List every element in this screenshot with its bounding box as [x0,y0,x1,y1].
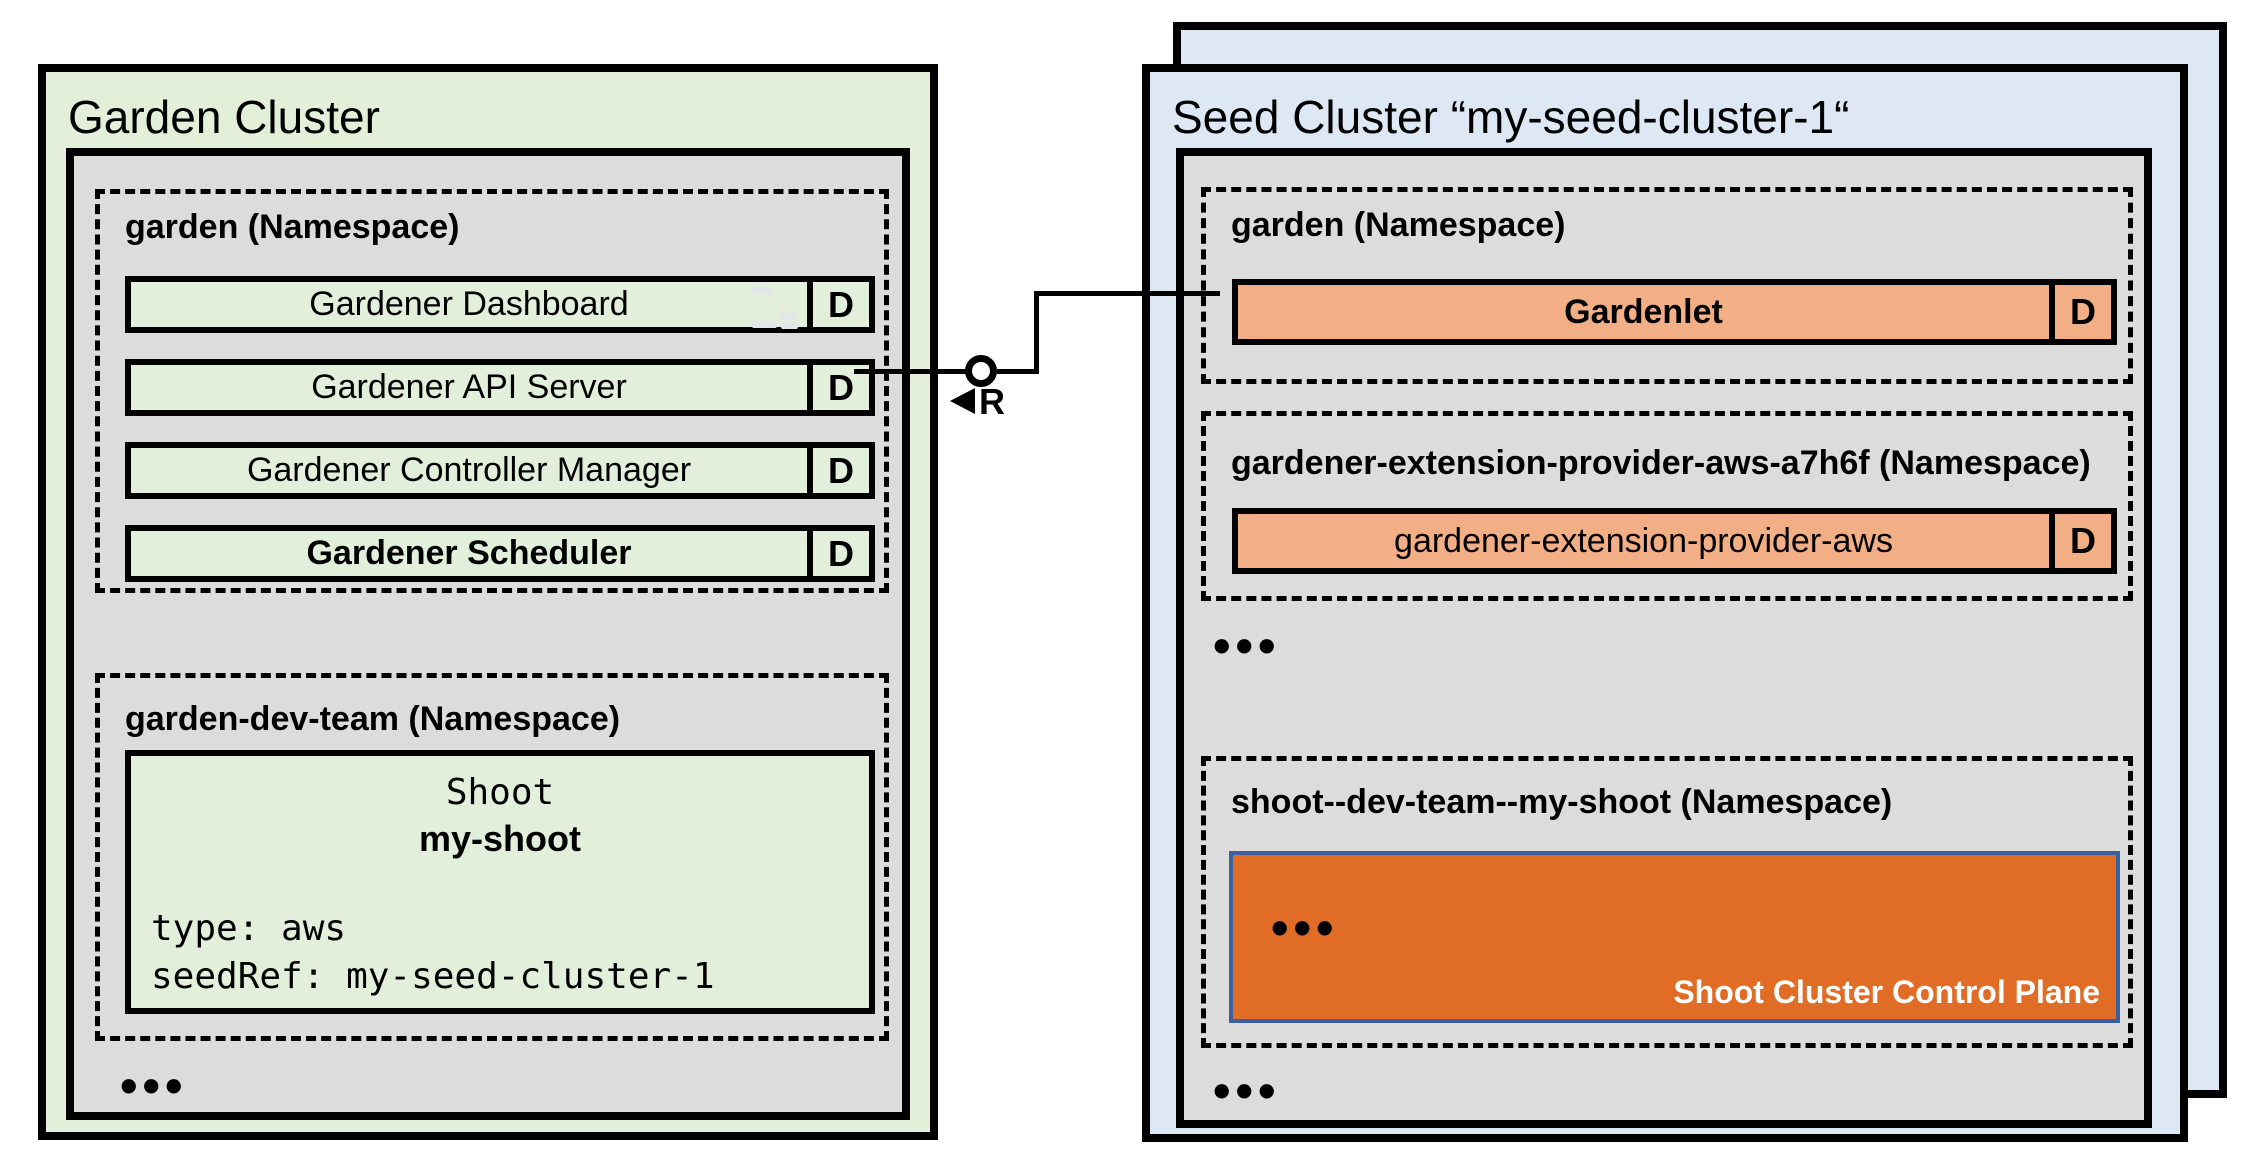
garden-dev-team-namespace-label: garden-dev-team (Namespace) [125,700,621,738]
extension-namespace-box: gardener-extension-provider-aws-a7h6f (N… [1201,411,2133,601]
more-namespaces-ellipsis: ••• [120,1058,188,1114]
shoot-spec-type: type: aws [151,908,347,949]
garden-cluster-panel: garden (Namespace) Gardener Dashboard D … [66,148,910,1120]
shoot-cluster-control-plane-box: ••• Shoot Cluster Control Plane [1229,851,2120,1023]
garden-dev-team-namespace-box: garden-dev-team (Namespace) Shoot my-sho… [95,673,889,1041]
deployment-badge: D [2049,285,2111,339]
garden-namespace-box: garden (Namespace) Gardener Dashboard D … [95,189,889,593]
shoot-spec-seedref: seedRef: my-seed-cluster-1 [151,956,715,997]
component-row-gardener-api-server: Gardener API Server D [125,359,875,416]
component-row-gardener-extension-provider-aws: gardener-extension-provider-aws D [1232,508,2117,574]
shoot-kind: Shoot [445,772,555,813]
component-row-gardener-scheduler: Gardener Scheduler D [125,525,875,582]
seed-garden-namespace-box: garden (Namespace) Gardenlet D [1201,187,2133,384]
shoot-resource-box: Shoot my-shoot type: aws seedRef: my-see… [125,750,875,1014]
component-label: Gardener API Server [311,368,627,406]
component-label: Gardener Controller Manager [246,451,692,489]
shoot-namespace-label: shoot--dev-team--my-shoot (Namespace) [1231,783,1893,821]
deployment-badge: D [807,448,869,493]
shoot-name: my-shoot [419,818,581,859]
extension-namespace-label: gardener-extension-provider-aws-a7h6f (N… [1231,444,2091,482]
render-artifact-dash [751,287,771,294]
watch-direction-arrow-icon [950,388,975,414]
seed-cluster-title: Seed Cluster “my-seed-cluster-1“ [1172,91,1850,143]
seed-garden-namespace-label: garden (Namespace) [1231,206,1566,244]
component-label: Gardener Scheduler [306,534,632,572]
control-plane-label: Shoot Cluster Control Plane [1673,974,2100,1010]
component-row-gardener-dashboard: Gardener Dashboard D [125,276,875,333]
garden-cluster-title: Garden Cluster [68,91,380,143]
connector-line-segment [1034,291,1220,296]
component-label: Gardener Dashboard [309,285,629,323]
connector-line-segment [997,369,1039,374]
deployment-badge: D [807,531,869,576]
render-artifact-dash [779,313,796,320]
connector-line-segment [854,369,968,374]
shoot-namespace-box: shoot--dev-team--my-shoot (Namespace) ••… [1201,756,2133,1048]
connector-line-segment [1034,291,1039,374]
component-row-gardener-controller-manager: Gardener Controller Manager D [125,442,875,499]
more-shoot-namespaces-ellipsis: ••• [1213,1063,1281,1119]
control-plane-ellipsis: ••• [1271,900,1339,956]
connector-label: R [979,381,1005,422]
garden-cluster-box: Garden Cluster garden (Namespace) Garden… [38,64,938,1140]
garden-namespace-label: garden (Namespace) [125,208,460,246]
render-artifact-dash [752,321,777,328]
seed-cluster-panel: garden (Namespace) Gardenlet D gardener-… [1176,148,2152,1128]
component-label: Gardenlet [1564,292,1723,331]
deployment-badge: D [2049,514,2111,568]
interface-lollipop-circle [965,355,997,387]
seed-cluster-box: Seed Cluster “my-seed-cluster-1“ garden … [1142,64,2188,1142]
component-label: gardener-extension-provider-aws [1394,521,1893,560]
deployment-badge: D [807,282,869,327]
render-artifact-dash [781,322,798,329]
component-row-gardenlet: Gardenlet D [1232,279,2117,345]
deployment-badge: D [807,365,869,410]
more-extension-namespaces-ellipsis: ••• [1213,618,1281,674]
